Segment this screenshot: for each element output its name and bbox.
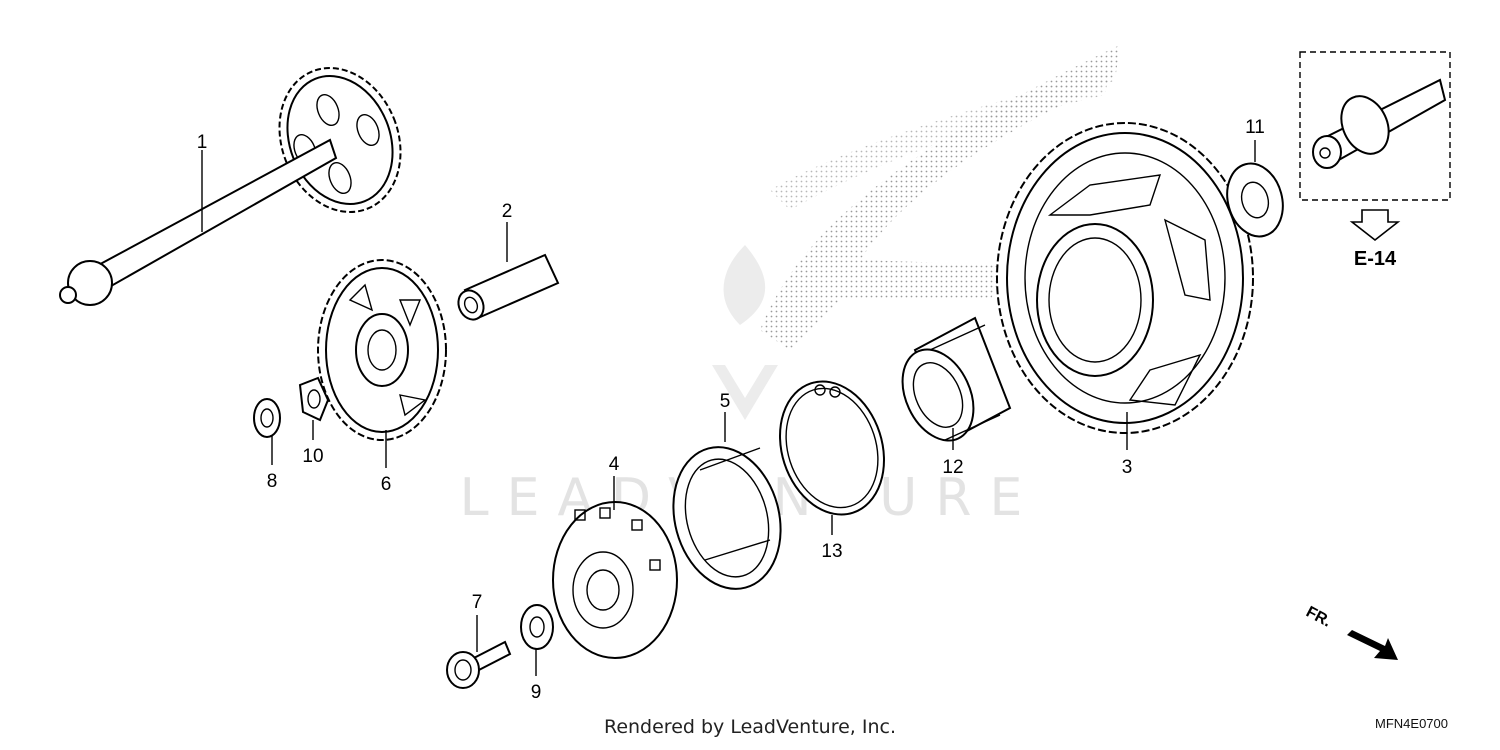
direction-label: FR. <box>1303 604 1334 631</box>
callout-8: 8 <box>267 471 278 492</box>
callout-10: 10 <box>302 446 323 467</box>
front-direction-indicator: FR. <box>1303 604 1398 660</box>
part-1-shaft-gear <box>59 67 402 306</box>
callout-5: 5 <box>720 391 731 412</box>
callout-6: 6 <box>381 474 392 495</box>
part-6-gear <box>317 259 447 441</box>
part-2-sleeve <box>457 253 560 321</box>
part-4-clutch-outer <box>552 501 678 659</box>
callout-4: 4 <box>609 454 620 475</box>
front-arrow-icon <box>1347 630 1398 660</box>
callout-9: 9 <box>531 682 542 703</box>
callout-2: 2 <box>502 201 513 222</box>
part-11-washer <box>1226 162 1284 238</box>
footer-credit: Rendered by LeadVenture, Inc. <box>603 716 897 738</box>
callout-12: 12 <box>942 457 963 478</box>
part-12-needle-bearing <box>901 316 1012 442</box>
diagram-code: MFN4E0700 <box>1375 716 1448 731</box>
part-8-washer <box>253 398 281 438</box>
part-5-one-way-clutch <box>672 446 782 590</box>
reference-label: E-14 <box>1354 248 1397 270</box>
part-7-bolt <box>446 640 512 689</box>
callout-3: 3 <box>1122 457 1133 478</box>
part-3-large-gear <box>996 122 1254 434</box>
callout-1: 1 <box>197 132 208 153</box>
background-wing-logo <box>760 45 1120 350</box>
part-10-lock-washer <box>298 376 330 422</box>
part-13-circlip <box>779 380 885 516</box>
callout-11: 11 <box>1245 117 1265 138</box>
part-9-washer <box>520 604 554 650</box>
reference-arrow-icon <box>1349 209 1401 242</box>
reference-inset <box>1299 51 1451 201</box>
callout-13: 13 <box>821 541 842 562</box>
callout-7: 7 <box>472 592 483 613</box>
